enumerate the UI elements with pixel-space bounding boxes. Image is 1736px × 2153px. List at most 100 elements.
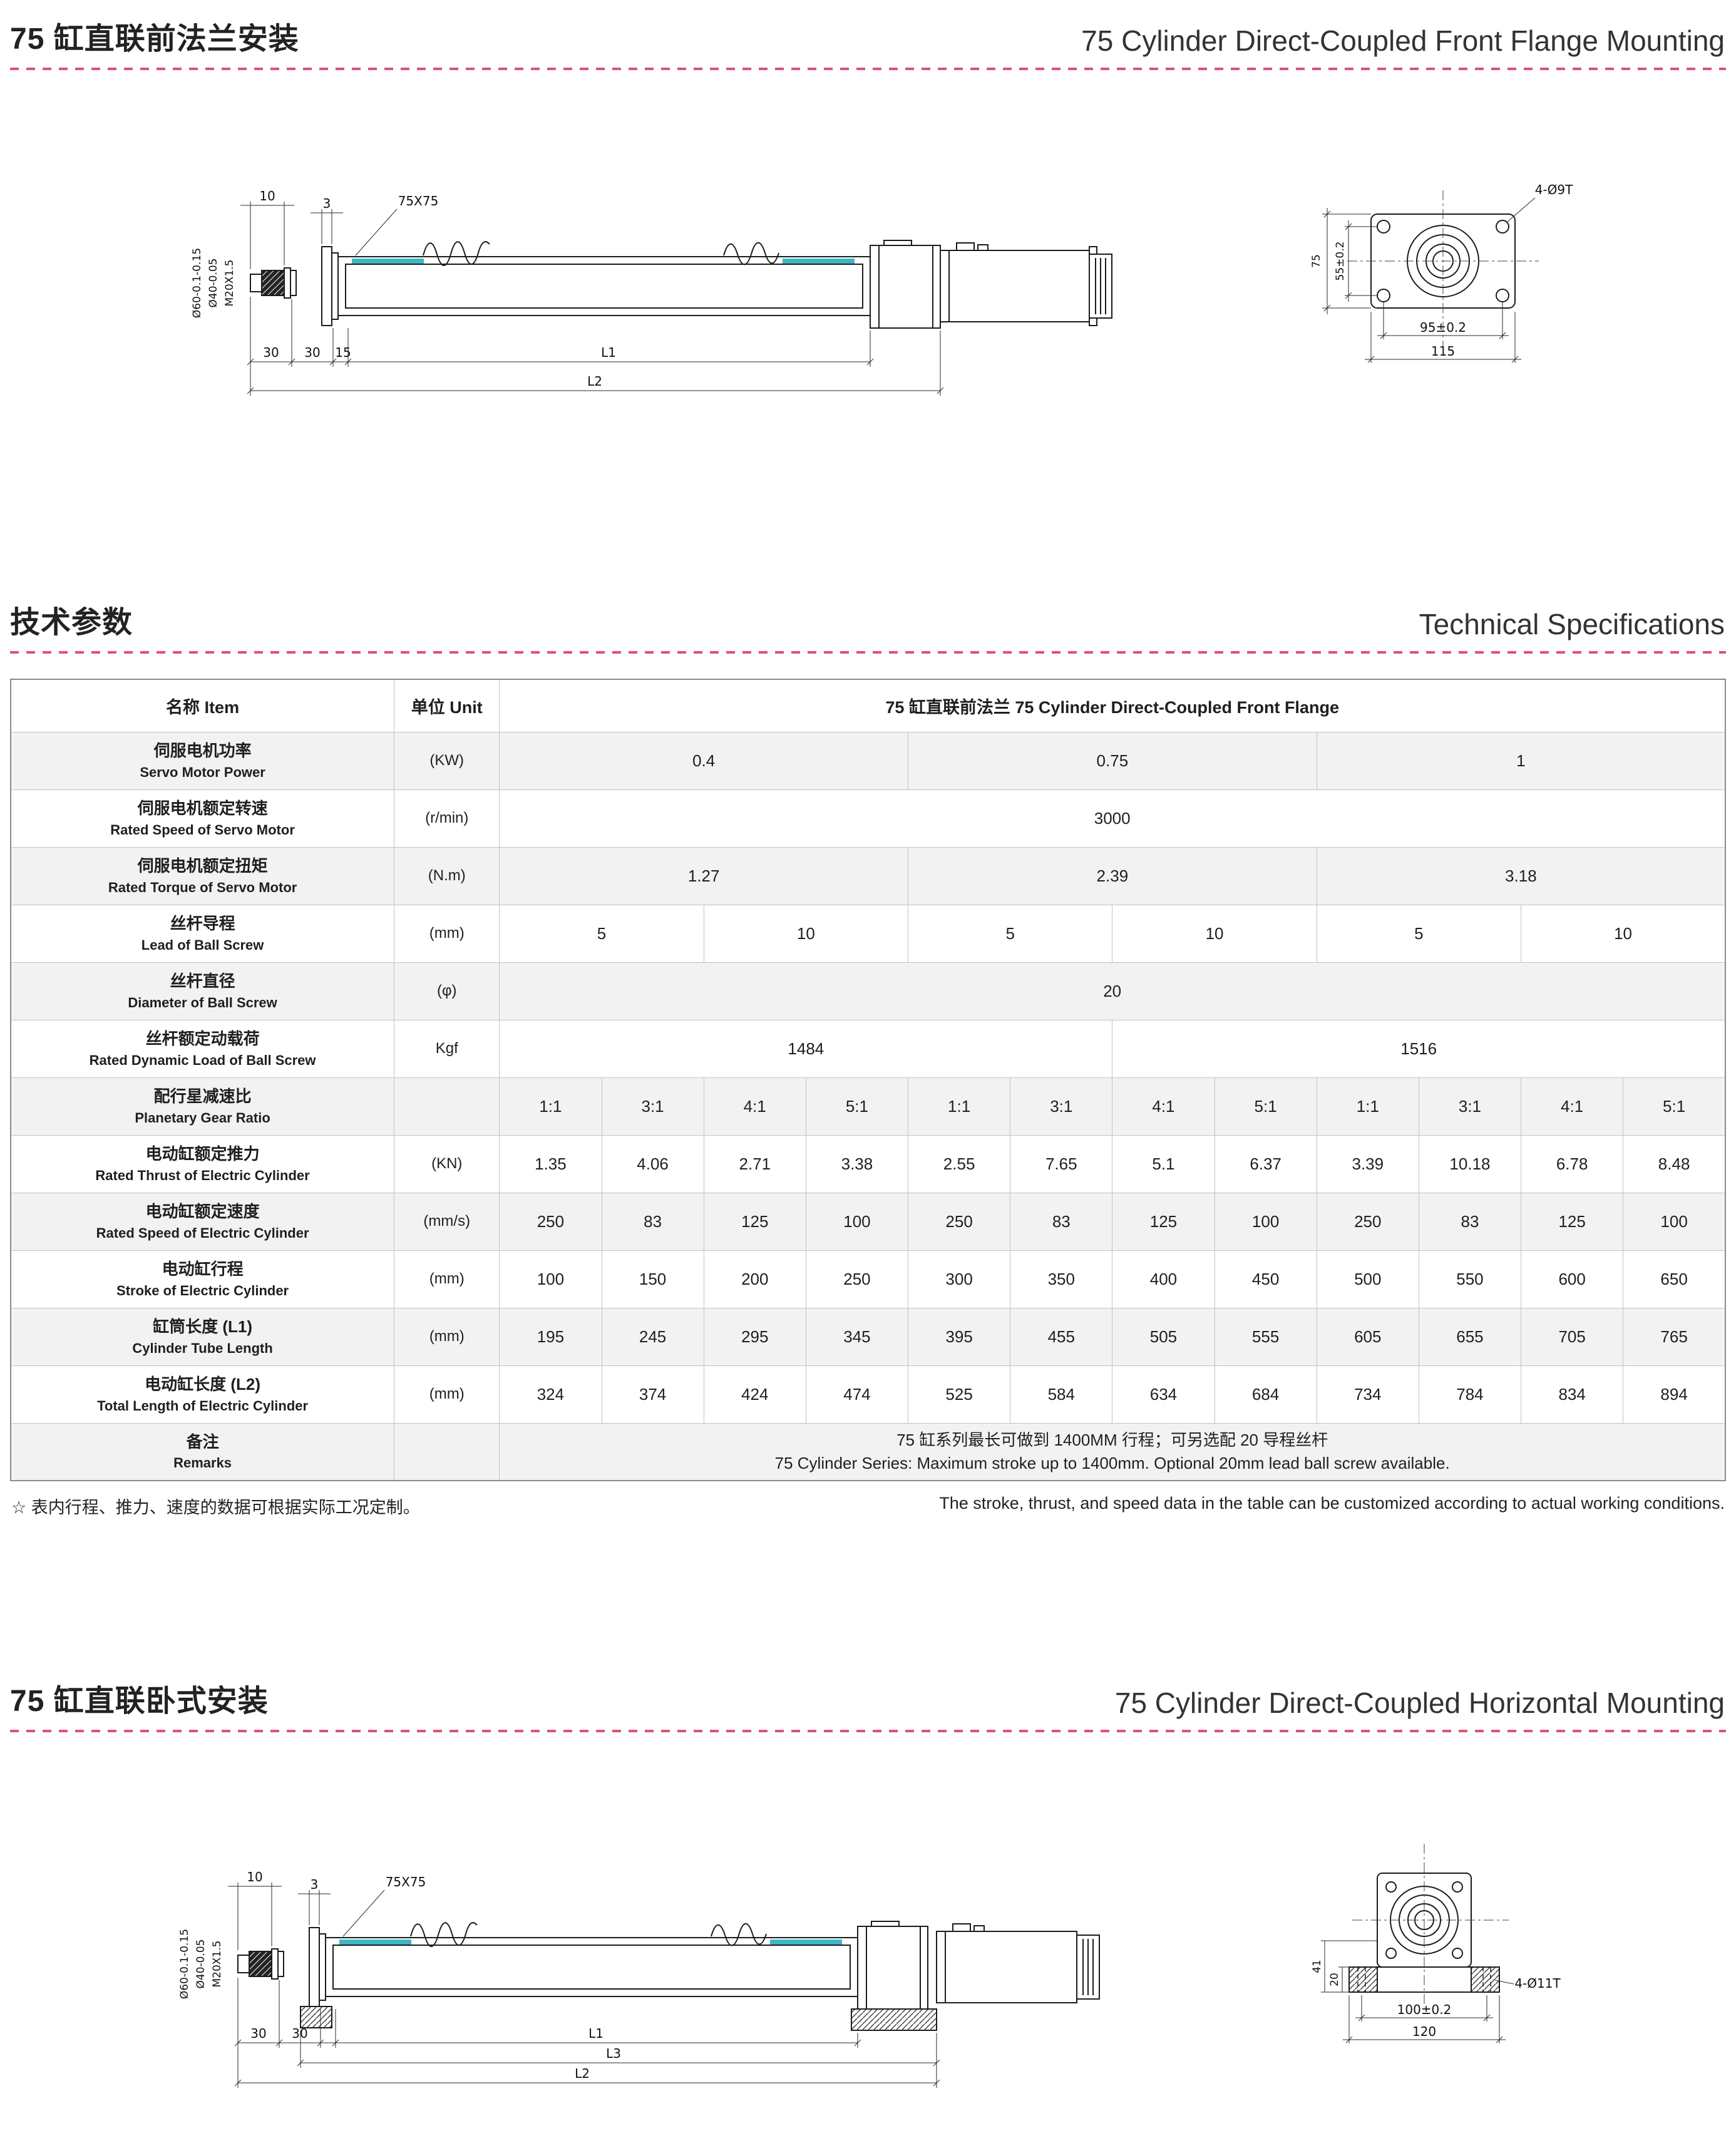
dim-10: 10	[259, 188, 275, 203]
spec-value: 734	[1316, 1365, 1419, 1424]
dimension-labels: 10 3 75X75 30 30 L1 L3 L2 Ø60-0.1-0.15 Ø…	[178, 1869, 621, 2081]
spec-value: 1:1	[1316, 1077, 1419, 1136]
spec-value: 525	[908, 1365, 1011, 1424]
flange-mount-drawings: 10 3 75X75 30 30 15 L1 L2 Ø60-0.1-0.15 Ø…	[188, 152, 1736, 427]
rod-diameter-label: Ø60-0.1-0.15	[178, 1929, 191, 1999]
spec-value: 8.48	[1623, 1134, 1726, 1193]
spec-value: 100	[1214, 1192, 1317, 1251]
tech-specs-title-zh: 技术参数	[10, 606, 133, 639]
spec-value: 7.65	[1010, 1134, 1113, 1193]
spec-unit: (r/min)	[394, 789, 500, 848]
dim-20: 20	[1328, 1973, 1341, 1986]
spec-value: 83	[601, 1192, 704, 1251]
dim-3: 3	[323, 196, 331, 211]
spec-value: 83	[1418, 1192, 1522, 1251]
dim-L1: L1	[601, 345, 616, 360]
spec-value: 1.27	[499, 846, 909, 905]
spec-value: 4:1	[1112, 1077, 1215, 1136]
dim-75x75: 75X75	[398, 193, 439, 208]
horizontal-front-view-drawing: 41 20 100±0.2 120 4-Ø11T	[1311, 1844, 1561, 2043]
cable	[723, 242, 779, 265]
spec-value: 4:1	[1521, 1077, 1624, 1136]
centerlines	[1352, 1844, 1509, 2008]
dimension-labels: 10 3 75X75 30 30 15 L1 L2 Ø60-0.1-0.15 Ø…	[191, 188, 616, 389]
spec-value: 2.55	[908, 1134, 1011, 1193]
spec-value: 555	[1214, 1307, 1317, 1366]
foot-hole-hidden-lines	[1357, 1967, 1491, 1992]
spec-value: 450	[1214, 1250, 1317, 1308]
spec-value: 3:1	[601, 1077, 704, 1136]
spec-value: 20	[499, 962, 1726, 1020]
rod-diameter2-label: Ø40-0.05	[195, 1940, 207, 1989]
horizontal-mount-section-header: 75 缸直联卧式安装 75 Cylinder Direct-Coupled Ho…	[0, 1662, 1736, 1725]
rod-assembly	[237, 1948, 284, 1980]
spec-unit: (mm)	[394, 1365, 500, 1424]
spec-value: 10.18	[1418, 1134, 1522, 1193]
spec-table: 名称 Item 单位 Unit 75 缸直联前法兰 75 Cylinder Di…	[10, 679, 1726, 1481]
spec-unit: (N.m)	[394, 846, 500, 905]
thread-label: M20X1.5	[211, 1941, 223, 1988]
dim-30a: 30	[250, 2026, 266, 2041]
rod-diameter2-label: Ø40-0.05	[207, 259, 220, 308]
spec-value: 195	[499, 1307, 602, 1366]
section-divider	[10, 1730, 1726, 1732]
spec-value: 10	[1112, 904, 1317, 963]
front-flange-plate	[321, 246, 339, 326]
header-unit: 单位 Unit	[394, 679, 500, 732]
footnote-zh: ☆ 表内行程、推力、速度的数据可根据实际工况定制。	[11, 1498, 420, 1517]
spec-value: 3.39	[1316, 1134, 1419, 1193]
spec-value: 4.06	[601, 1134, 704, 1193]
spec-value: 5	[908, 904, 1113, 963]
spec-value: 125	[1112, 1192, 1215, 1251]
spec-unit: (mm)	[394, 1307, 500, 1366]
dimension-lines	[1322, 197, 1536, 363]
spec-value: 834	[1521, 1365, 1624, 1424]
spec-value: 345	[805, 1307, 909, 1366]
spec-value: 584	[1010, 1365, 1113, 1424]
spec-value: 765	[1623, 1307, 1726, 1366]
spec-value: 455	[1010, 1307, 1113, 1366]
spec-value: 125	[1521, 1192, 1624, 1251]
spec-value: 1516	[1112, 1019, 1726, 1078]
spec-unit	[394, 1077, 500, 1136]
spec-value: 505	[1112, 1307, 1215, 1366]
spec-value: 5	[499, 904, 704, 963]
spec-value: 1:1	[499, 1077, 602, 1136]
dimension-lines	[240, 202, 944, 396]
spec-value: 1484	[499, 1019, 1113, 1078]
spec-value: 1:1	[908, 1077, 1011, 1136]
dim-41: 41	[1311, 1960, 1323, 1973]
dim-55: 55±0.2	[1334, 242, 1347, 281]
dim-30a: 30	[263, 345, 279, 360]
cable	[423, 241, 490, 266]
dim-15: 15	[335, 345, 351, 360]
dim-L1: L1	[588, 2026, 603, 2041]
rod-assembly	[250, 267, 297, 299]
hole-callout: 4-Ø9T	[1535, 182, 1573, 197]
horizontal-side-view-drawing: 10 3 75X75 30 30 L1 L3 L2 Ø60-0.1-0.15 Ø…	[178, 1869, 1100, 2088]
spec-value: 5:1	[1623, 1077, 1726, 1136]
header-item: 名称 Item	[10, 679, 395, 732]
dimension-labels: 41 20 100±0.2 120 4-Ø11T	[1311, 1960, 1561, 2039]
mounting-feet	[300, 2006, 937, 2031]
cylinder-tube	[325, 1937, 858, 1997]
mounting-base	[1348, 1966, 1500, 1993]
spec-unit: (KN)	[394, 1134, 500, 1193]
horizontal-mount-drawings: 10 3 75X75 30 30 L1 L3 L2 Ø60-0.1-0.15 Ø…	[175, 1826, 1736, 2120]
spec-unit: (KW)	[394, 731, 500, 790]
flange-mount-title-zh: 75 缸直联前法兰安装	[10, 23, 299, 56]
